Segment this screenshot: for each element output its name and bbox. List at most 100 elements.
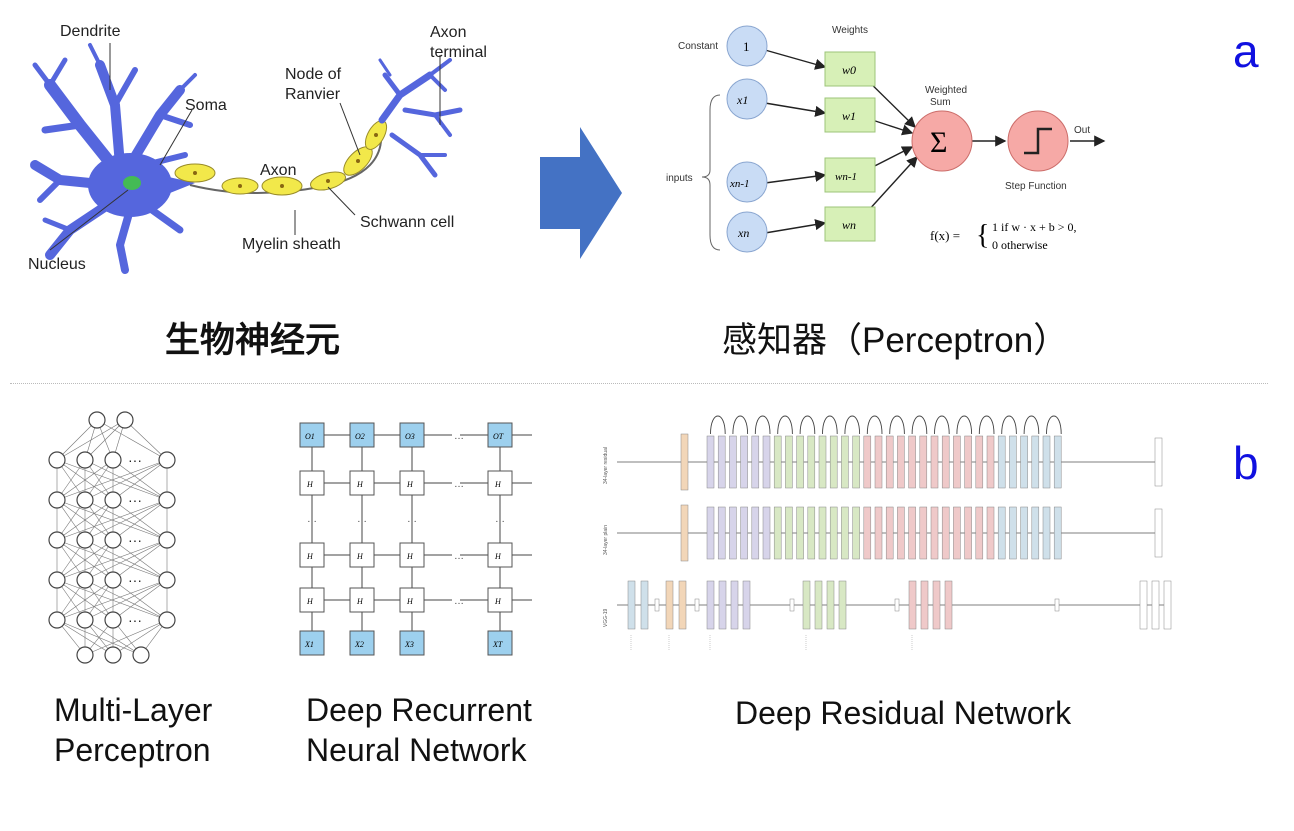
resnet-block <box>986 435 995 489</box>
mlp-neuron <box>104 531 122 549</box>
nucleus-dot <box>123 176 141 190</box>
resnet-row-label: 34-layer plain <box>603 525 609 555</box>
resnet-block <box>762 506 771 560</box>
rnn-hidden-box <box>299 470 325 496</box>
myelin-sheaths <box>174 120 388 196</box>
resnet-block <box>1031 435 1040 489</box>
mlp-neuron <box>158 491 176 509</box>
resnet-block <box>997 435 1006 489</box>
mlp-neuron <box>158 531 176 549</box>
perceptron-diagram: 1 x1 xn-1 xn w0 w1 wn-1 wn Σ Constant We… <box>666 25 1106 253</box>
mlp-ellipsis: ··· <box>128 492 142 508</box>
rnn-output-box <box>399 422 425 448</box>
mlp-neuron <box>104 451 122 469</box>
resnet-block <box>751 506 760 560</box>
resnet-block <box>897 506 905 560</box>
vgg-block <box>826 580 835 630</box>
rnn-input-box <box>399 630 425 656</box>
resnet-block <box>1053 435 1062 489</box>
resnet-block <box>874 435 883 489</box>
rnn-hidden-box <box>487 470 513 496</box>
rnn-hidden-label: H <box>356 480 364 489</box>
input-node-1 <box>726 78 768 120</box>
vgg-pool <box>789 598 795 612</box>
rnn-hidden-box <box>299 587 325 613</box>
rnn-ellipsis: … <box>454 596 464 607</box>
vgg-block <box>706 580 715 630</box>
resnet-block <box>908 506 916 560</box>
resnet-block <box>863 435 872 489</box>
input-node-2 <box>726 161 768 203</box>
mlp-neuron <box>48 491 66 509</box>
resnet-block <box>807 435 816 489</box>
mlp-diagram: ··············· <box>48 411 176 664</box>
resnet-skip-arc <box>844 415 861 435</box>
vgg-pool <box>694 598 700 612</box>
resnet-block <box>975 506 984 560</box>
resnet-skip-arc <box>1001 415 1017 435</box>
rnn-output-box <box>349 422 375 448</box>
resnet-block <box>1009 506 1017 560</box>
perceptron-caption: 感知器（Perceptron） <box>722 321 1069 360</box>
vgg-block <box>640 580 649 630</box>
resnet-block <box>717 435 726 489</box>
weight-node-0 <box>824 51 876 87</box>
resnet-block <box>941 435 950 489</box>
resnet-block <box>1053 506 1062 560</box>
resnet-block <box>953 435 961 489</box>
vgg-block <box>920 580 929 630</box>
rnn-output-box <box>487 422 513 448</box>
constant-value: 1 <box>743 39 750 54</box>
mlp-neuron <box>104 491 122 509</box>
rnn-hidden-label: H <box>494 552 502 561</box>
rnn-hidden-label: H <box>406 552 414 561</box>
rnn-vertical-ellipsis: … <box>407 514 417 525</box>
resnet-block <box>762 435 771 489</box>
panel-divider <box>10 383 1268 384</box>
vgg-block <box>730 580 739 630</box>
resnet-block <box>852 435 860 489</box>
resnet-block <box>1042 435 1051 489</box>
rnn-input-box <box>349 630 375 656</box>
mlp-caption-line-1: Multi-Layer <box>54 692 213 728</box>
rnn-input-label: X1 <box>304 640 314 649</box>
label-node-of-ranvier-2: Ranvier <box>285 86 341 103</box>
resnet-block <box>885 435 894 489</box>
resnet-block <box>1042 506 1051 560</box>
rnn-input-label: X2 <box>354 640 364 649</box>
rnn-hidden-label: H <box>356 552 364 561</box>
resnet-skip-arc <box>1046 415 1062 435</box>
resnet-block <box>930 506 939 560</box>
neuron-diagram: Dendrite Soma Nucleus Node of Ranvier Ax… <box>28 23 487 274</box>
rnn-hidden-box <box>399 542 425 568</box>
rnn-hidden-box <box>487 587 513 613</box>
label-node-of-ranvier-1: Node of <box>285 66 342 83</box>
rnn-output-label: O1 <box>305 432 315 441</box>
rnn-ellipsis: … <box>454 431 464 442</box>
resnet-skip-arc <box>911 415 928 435</box>
input-label-3: xn <box>737 226 749 240</box>
mlp-neuron <box>76 491 94 509</box>
resnet-block <box>1154 508 1163 558</box>
vgg-block <box>742 580 751 630</box>
resnet-block <box>829 435 838 489</box>
label-constant: Constant <box>678 41 718 52</box>
label-weights: Weights <box>832 25 868 36</box>
rnn-hidden-label: H <box>306 480 314 489</box>
label-myelin-sheath: Myelin sheath <box>242 236 341 253</box>
mlp-ellipsis: ··· <box>128 612 142 628</box>
rnn-output-label: OT <box>493 432 504 441</box>
resnet-skip-arc <box>754 415 771 435</box>
panel-letter-b: b <box>1233 437 1259 489</box>
resnet-skip-arc <box>866 415 883 435</box>
rnn-input-label: X3 <box>404 640 414 649</box>
weight-label-0: w0 <box>842 63 856 77</box>
resnet-block <box>706 435 715 489</box>
resnet-block <box>729 506 737 560</box>
resnet-block <box>897 435 905 489</box>
rnn-output-label: O3 <box>405 432 415 441</box>
vgg-block <box>944 580 953 630</box>
resnet-block <box>1009 435 1017 489</box>
rnn-vertical-ellipsis: … <box>495 514 505 525</box>
resnet-row-label: 34-layer residual <box>603 447 609 484</box>
